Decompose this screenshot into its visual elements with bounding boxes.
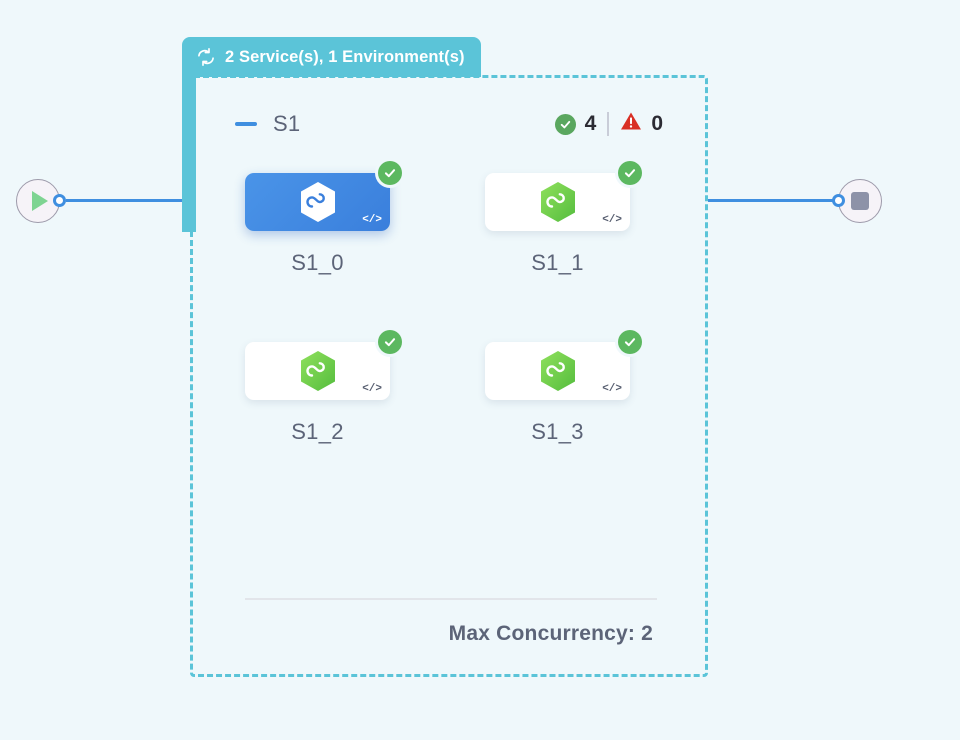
start-node-output-handle[interactable] — [53, 194, 66, 207]
group-status-summary: 4 0 — [554, 111, 663, 137]
end-node-input-handle[interactable] — [832, 194, 845, 207]
status-warning[interactable]: 0 — [620, 111, 663, 137]
group-left-band — [182, 70, 196, 232]
node-grid: </> S1_0 — [245, 161, 665, 475]
code-badge: </> — [362, 383, 382, 395]
node-label-s1-0: S1_0 — [291, 250, 344, 275]
check-circle-icon — [378, 161, 402, 185]
group-title-area[interactable]: S1 — [235, 111, 300, 137]
node-label-s1-3: S1_3 — [531, 419, 584, 444]
group-title: S1 — [273, 111, 301, 136]
service-group-container[interactable]: S1 4 — [190, 75, 708, 677]
status-warning-count: 0 — [651, 112, 663, 135]
node-cell: </> S1_1 — [485, 161, 642, 276]
group-footer-divider — [245, 598, 657, 600]
status-success[interactable]: 4 — [554, 112, 597, 136]
group-header-tab[interactable]: 2 Service(s), 1 Environment(s) — [182, 37, 481, 77]
warning-triangle-icon — [620, 111, 642, 137]
hexagon-loop-icon — [299, 350, 337, 392]
node-card-s1-2[interactable]: </> — [245, 330, 402, 400]
stop-icon — [851, 192, 869, 210]
node-cell: </> S1_2 — [245, 330, 402, 445]
edge-group-to-end[interactable] — [708, 199, 840, 202]
node-cell: </> S1_3 — [485, 330, 642, 445]
node-label-s1-1: S1_1 — [531, 250, 584, 275]
node-card-s1-0[interactable]: </> — [245, 161, 402, 231]
group-header-row: S1 4 — [193, 106, 705, 142]
loop-refresh-icon — [196, 47, 216, 67]
node-row: </> S1_0 — [245, 161, 665, 276]
status-success-count: 4 — [584, 112, 597, 135]
hexagon-loop-icon — [539, 350, 577, 392]
check-circle-icon — [378, 330, 402, 354]
node-card-s1-3[interactable]: </> — [485, 330, 642, 400]
code-badge: </> — [602, 383, 622, 395]
max-concurrency-label: Max Concurrency: 2 — [448, 622, 653, 645]
code-badge: </> — [362, 214, 382, 226]
node-label-s1-2: S1_2 — [291, 419, 344, 444]
code-badge: </> — [602, 214, 622, 226]
hexagon-loop-icon — [539, 181, 577, 223]
node-row: </> S1_2 — [245, 330, 665, 445]
minus-icon[interactable] — [235, 122, 257, 126]
check-circle-icon — [618, 161, 642, 185]
group-tab-label: 2 Service(s), 1 Environment(s) — [225, 47, 465, 66]
check-circle-icon — [618, 330, 642, 354]
hexagon-loop-icon — [299, 181, 337, 223]
start-node[interactable] — [16, 179, 60, 223]
check-circle-icon — [554, 113, 576, 135]
edge-start-to-group[interactable] — [66, 199, 188, 202]
play-icon — [32, 191, 48, 211]
status-divider — [607, 112, 610, 136]
node-card-s1-1[interactable]: </> — [485, 161, 642, 231]
node-cell: </> S1_0 — [245, 161, 402, 276]
